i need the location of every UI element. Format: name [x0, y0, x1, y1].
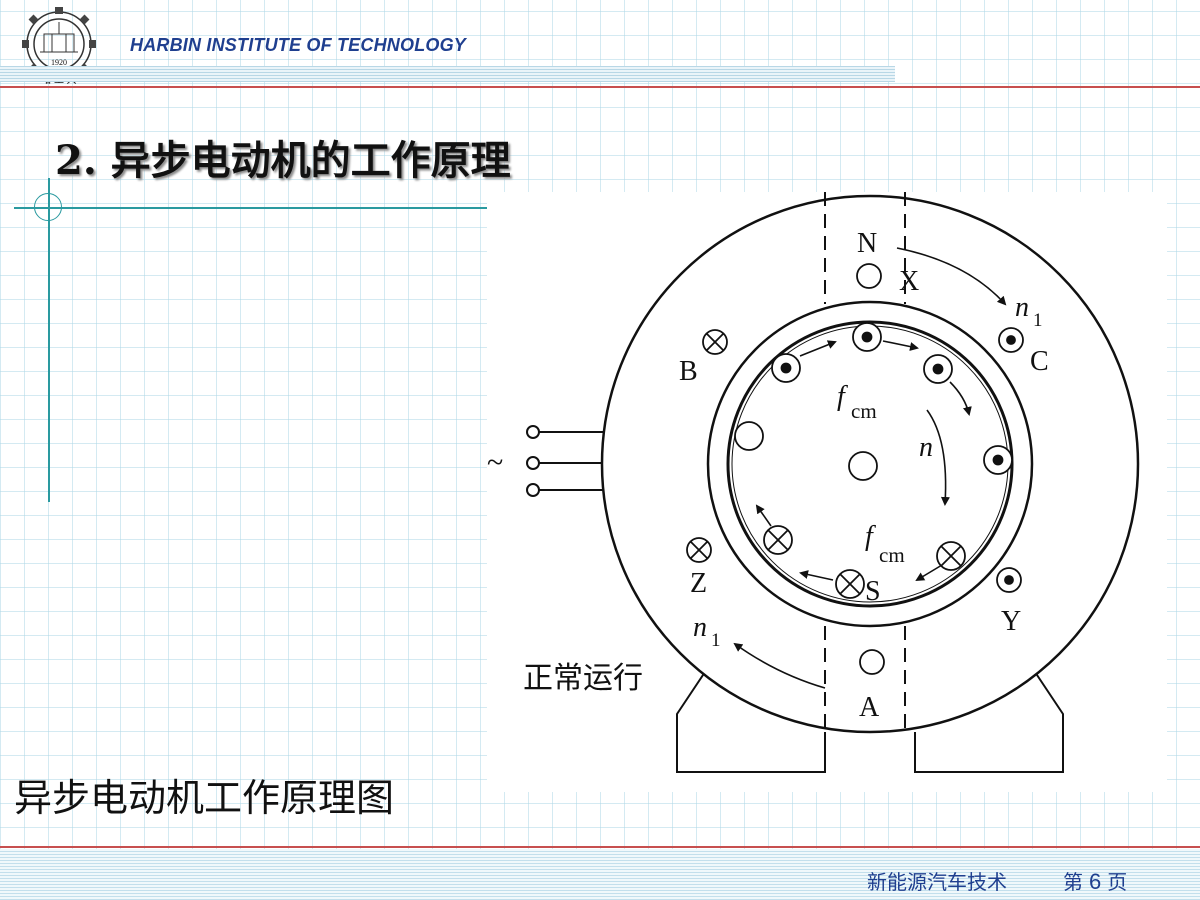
rotor-rotation-arrow — [926, 409, 950, 506]
label-X: X — [899, 266, 919, 297]
force-arrow-5 — [799, 570, 834, 581]
rotor-center — [848, 451, 878, 481]
label-fcm-top: f cm — [837, 381, 877, 423]
svg-text:cm: cm — [879, 543, 905, 567]
label-A: A — [859, 692, 880, 723]
rotor-conductor-cross-2 — [835, 569, 865, 599]
stator-conductor-Y — [996, 567, 1022, 593]
svg-text:n: n — [1015, 292, 1029, 323]
rotor-conductor-dot-1 — [771, 353, 801, 383]
label-Z: Z — [690, 568, 707, 599]
page-number: 6 — [1089, 869, 1102, 894]
stator-conductor-X — [856, 263, 882, 289]
ac-supply-symbol: ~ — [487, 446, 503, 479]
label-B: B — [679, 356, 698, 387]
svg-text:n: n — [693, 612, 707, 643]
force-arrow-3 — [949, 381, 972, 416]
title-vertical-rule — [48, 178, 50, 502]
footer-divider — [0, 846, 1200, 848]
page-suffix: 页 — [1107, 870, 1128, 894]
rotor-conductor-dot-3 — [923, 354, 953, 384]
motor-base — [676, 671, 1064, 773]
label-N: N — [857, 228, 877, 259]
rotating-field-arrow-top — [896, 247, 1007, 306]
label-fcm-bottom: f cm — [865, 521, 905, 567]
force-arrow-2 — [882, 340, 919, 351]
rotor-conductor-left — [734, 421, 764, 451]
rotor-conductor-dot-2 — [852, 322, 882, 352]
force-arrow-6 — [915, 564, 943, 582]
stator-conductor-B — [702, 329, 728, 355]
force-arrow-1 — [799, 340, 837, 357]
course-name: 新能源汽车技术 — [867, 870, 1007, 894]
page-prefix: 第 — [1063, 870, 1083, 894]
svg-text:1: 1 — [1033, 310, 1043, 331]
label-normal-operation: 正常运行 — [523, 662, 643, 695]
label-n1-bottom: n 1 — [693, 612, 721, 651]
stator-conductor-A — [859, 649, 885, 675]
header-divider — [0, 86, 1200, 88]
rotor-conductor-cross-3 — [936, 541, 966, 571]
svg-text:1: 1 — [711, 630, 721, 651]
title-underline — [14, 207, 490, 209]
label-Y: Y — [1001, 606, 1021, 637]
label-n-rotor: n — [919, 432, 933, 463]
label-n1-top: n 1 — [1015, 292, 1043, 331]
supply-leads — [526, 425, 603, 497]
rotor-conductor-cross-1 — [763, 525, 793, 555]
label-C: C — [1030, 346, 1049, 377]
rotor-conductor-dot-4 — [983, 445, 1013, 475]
force-arrow-4 — [755, 504, 772, 527]
pole-axis-lines — [824, 192, 906, 732]
motor-principle-diagram: ~ — [487, 192, 1140, 773]
stator-conductor-Z — [686, 537, 712, 563]
stator-conductor-C — [998, 327, 1024, 353]
title-crosshair-circle — [34, 193, 62, 221]
logo-year: 1920 — [51, 58, 67, 67]
rotating-field-arrow-bottom — [733, 642, 826, 689]
slide-title: 2. 异步电动机的工作原理 — [55, 137, 511, 184]
svg-text:cm: cm — [851, 399, 877, 423]
header-band — [0, 66, 895, 82]
svg-text:f: f — [865, 521, 876, 552]
institution-name: HARBIN INSTITUTE OF TECHNOLOGY — [130, 35, 466, 55]
svg-text:f: f — [837, 381, 848, 412]
label-S: S — [865, 576, 881, 607]
footer-band — [0, 849, 1200, 900]
diagram-caption: 异步电动机工作原理图 — [14, 776, 395, 820]
